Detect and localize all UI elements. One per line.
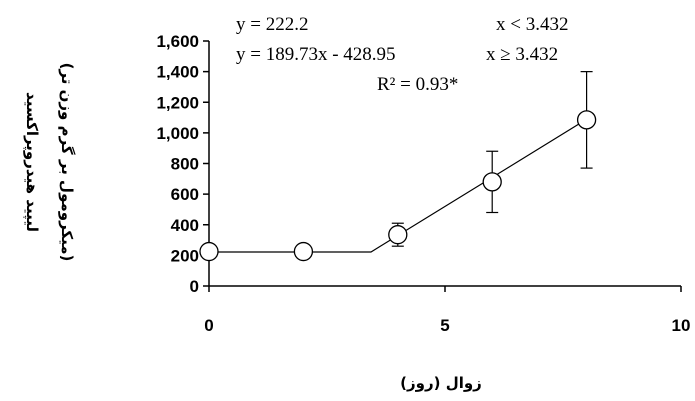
x-axis-ticks: 0 5 10 <box>204 286 690 335</box>
equation-1: y = 222.2 <box>236 14 308 35</box>
piecewise-fit-line <box>209 118 587 253</box>
y-tick-label: 0 <box>190 277 199 296</box>
condition-2: x ≥ 3.432 <box>486 44 558 65</box>
data-point-marker <box>293 241 314 262</box>
data-point-marker <box>576 110 597 130</box>
x-tick-label: 5 <box>440 316 449 335</box>
data-points <box>199 110 597 262</box>
y-tick-label: 1,200 <box>156 93 199 112</box>
r-squared: R² = 0.93* <box>377 74 458 95</box>
x-tick-label: 0 <box>204 316 213 335</box>
y-tick-label: 800 <box>171 155 199 174</box>
data-point-marker <box>199 241 219 262</box>
y-tick-label: 600 <box>171 185 199 204</box>
y-tick-label: 1,000 <box>156 124 199 143</box>
y-tick-label: 1,600 <box>156 32 199 51</box>
y-tick-label: 200 <box>171 246 199 265</box>
equation-2: y = 189.73x - 428.95 <box>236 44 396 65</box>
data-point-marker <box>482 172 502 192</box>
y-axis-ticks: 0 200 400 600 800 1,000 1,200 1,400 1,600 <box>156 32 209 296</box>
y-axis-title-line-2: (میکرومول بر گرم وزن تر) <box>58 63 76 262</box>
y-tick-label: 1,400 <box>156 63 199 82</box>
y-axis-title-line-1: لیپید هیدروپراکسید <box>22 92 41 232</box>
data-point-marker <box>388 225 408 245</box>
x-axis-title: زوال (روز) <box>400 374 482 392</box>
condition-1: x < 3.432 <box>496 14 568 35</box>
x-tick-label: 10 <box>672 316 691 335</box>
y-tick-label: 400 <box>171 216 199 235</box>
